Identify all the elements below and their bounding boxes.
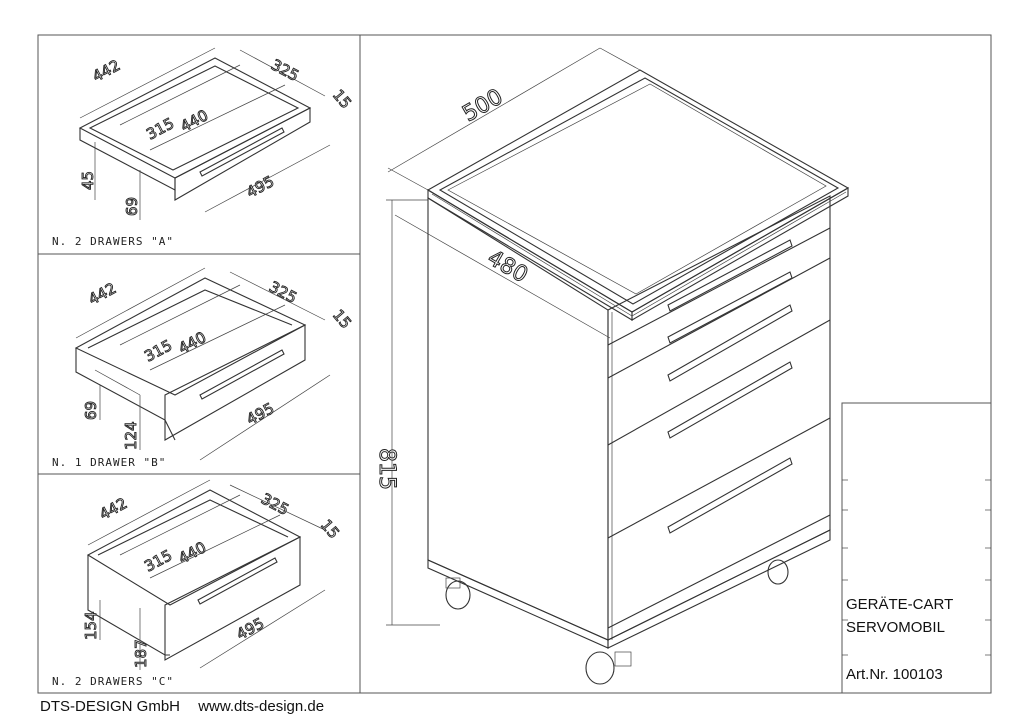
dim-c-width: 442	[96, 494, 130, 523]
dim-b-width: 442	[85, 279, 119, 308]
caption-drawer-b: N. 1 DRAWER "B"	[52, 456, 166, 469]
dim-a-width: 442	[89, 56, 123, 85]
website-link[interactable]: www.dts-design.de	[198, 698, 325, 715]
cart-drawing	[386, 47, 850, 685]
dim-cart-height: 815	[374, 448, 399, 490]
dim-c-bottom: 187	[132, 639, 150, 668]
dim-a-thickness: 15	[329, 86, 355, 112]
dim-b-thickness: 15	[329, 306, 355, 332]
dim-c-height: 154	[82, 611, 100, 640]
drawer-a-drawing	[78, 47, 331, 220]
dim-a-inner-depth: 440	[177, 106, 211, 135]
dim-c-inner-width: 315	[141, 546, 175, 575]
company-name: DTS-DESIGN GmbH	[40, 698, 181, 715]
drawer-c-drawing	[86, 479, 326, 670]
dim-a-height: 45	[79, 171, 97, 190]
dim-b-length: 495	[243, 399, 277, 428]
dim-b-inner-width: 315	[141, 336, 175, 365]
caption-drawer-c: N. 2 DRAWERS "C"	[52, 675, 174, 688]
dim-c-depth: 325	[258, 490, 292, 519]
dim-b-bottom: 124	[122, 421, 140, 450]
dim-a-bottom: 69	[123, 197, 141, 216]
title-line-1: GERÄTE-CART	[846, 596, 953, 613]
dim-cart-width: 500	[459, 85, 508, 128]
drawing-frame	[37, 34, 992, 694]
dim-c-thickness: 15	[317, 516, 343, 542]
drawer-b-drawing	[74, 267, 331, 461]
dim-b-inner-depth: 440	[175, 328, 209, 357]
dim-b-depth: 325	[266, 278, 300, 307]
title-line-2: SERVOMOBIL	[846, 619, 945, 636]
article-number: Art.Nr. 100103	[846, 666, 943, 683]
dim-a-length: 495	[243, 172, 277, 201]
dim-b-height: 69	[82, 401, 100, 420]
dim-cart-depth: 480	[483, 246, 532, 289]
title-block	[841, 402, 991, 693]
footer: DTS-DESIGN GmbH www.dts-design.de	[40, 698, 338, 715]
dim-c-inner-depth: 440	[175, 538, 209, 567]
caption-drawer-a: N. 2 DRAWERS "A"	[52, 235, 174, 248]
